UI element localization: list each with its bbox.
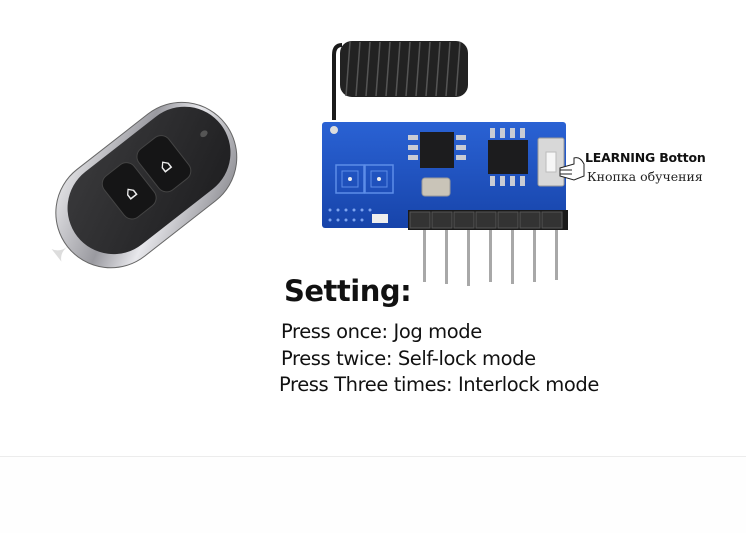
setting-line-twice: Press twice: Self-lock mode (281, 347, 536, 370)
rf-receiver-module (322, 122, 566, 228)
antenna-coil (332, 41, 468, 120)
section-divider (0, 456, 746, 457)
setting-title: Setting: (284, 274, 412, 308)
product-illustration: ⌂ ⌂ (51, 41, 585, 286)
product-image: ⌂ ⌂ (51, 41, 706, 396)
hand-pointer-icon (559, 157, 585, 181)
header-pins (408, 210, 568, 286)
setting-line-three-times: Press Three times: Interlock mode (279, 373, 599, 396)
remote-key-fob: ⌂ ⌂ (51, 101, 238, 269)
blank-area (0, 457, 746, 533)
learning-button-label-en: LEARNING Botton (585, 150, 706, 165)
setting-line-once: Press once: Jog mode (281, 320, 482, 343)
learning-button-label-ru: Кнопка обучения (587, 169, 703, 184)
